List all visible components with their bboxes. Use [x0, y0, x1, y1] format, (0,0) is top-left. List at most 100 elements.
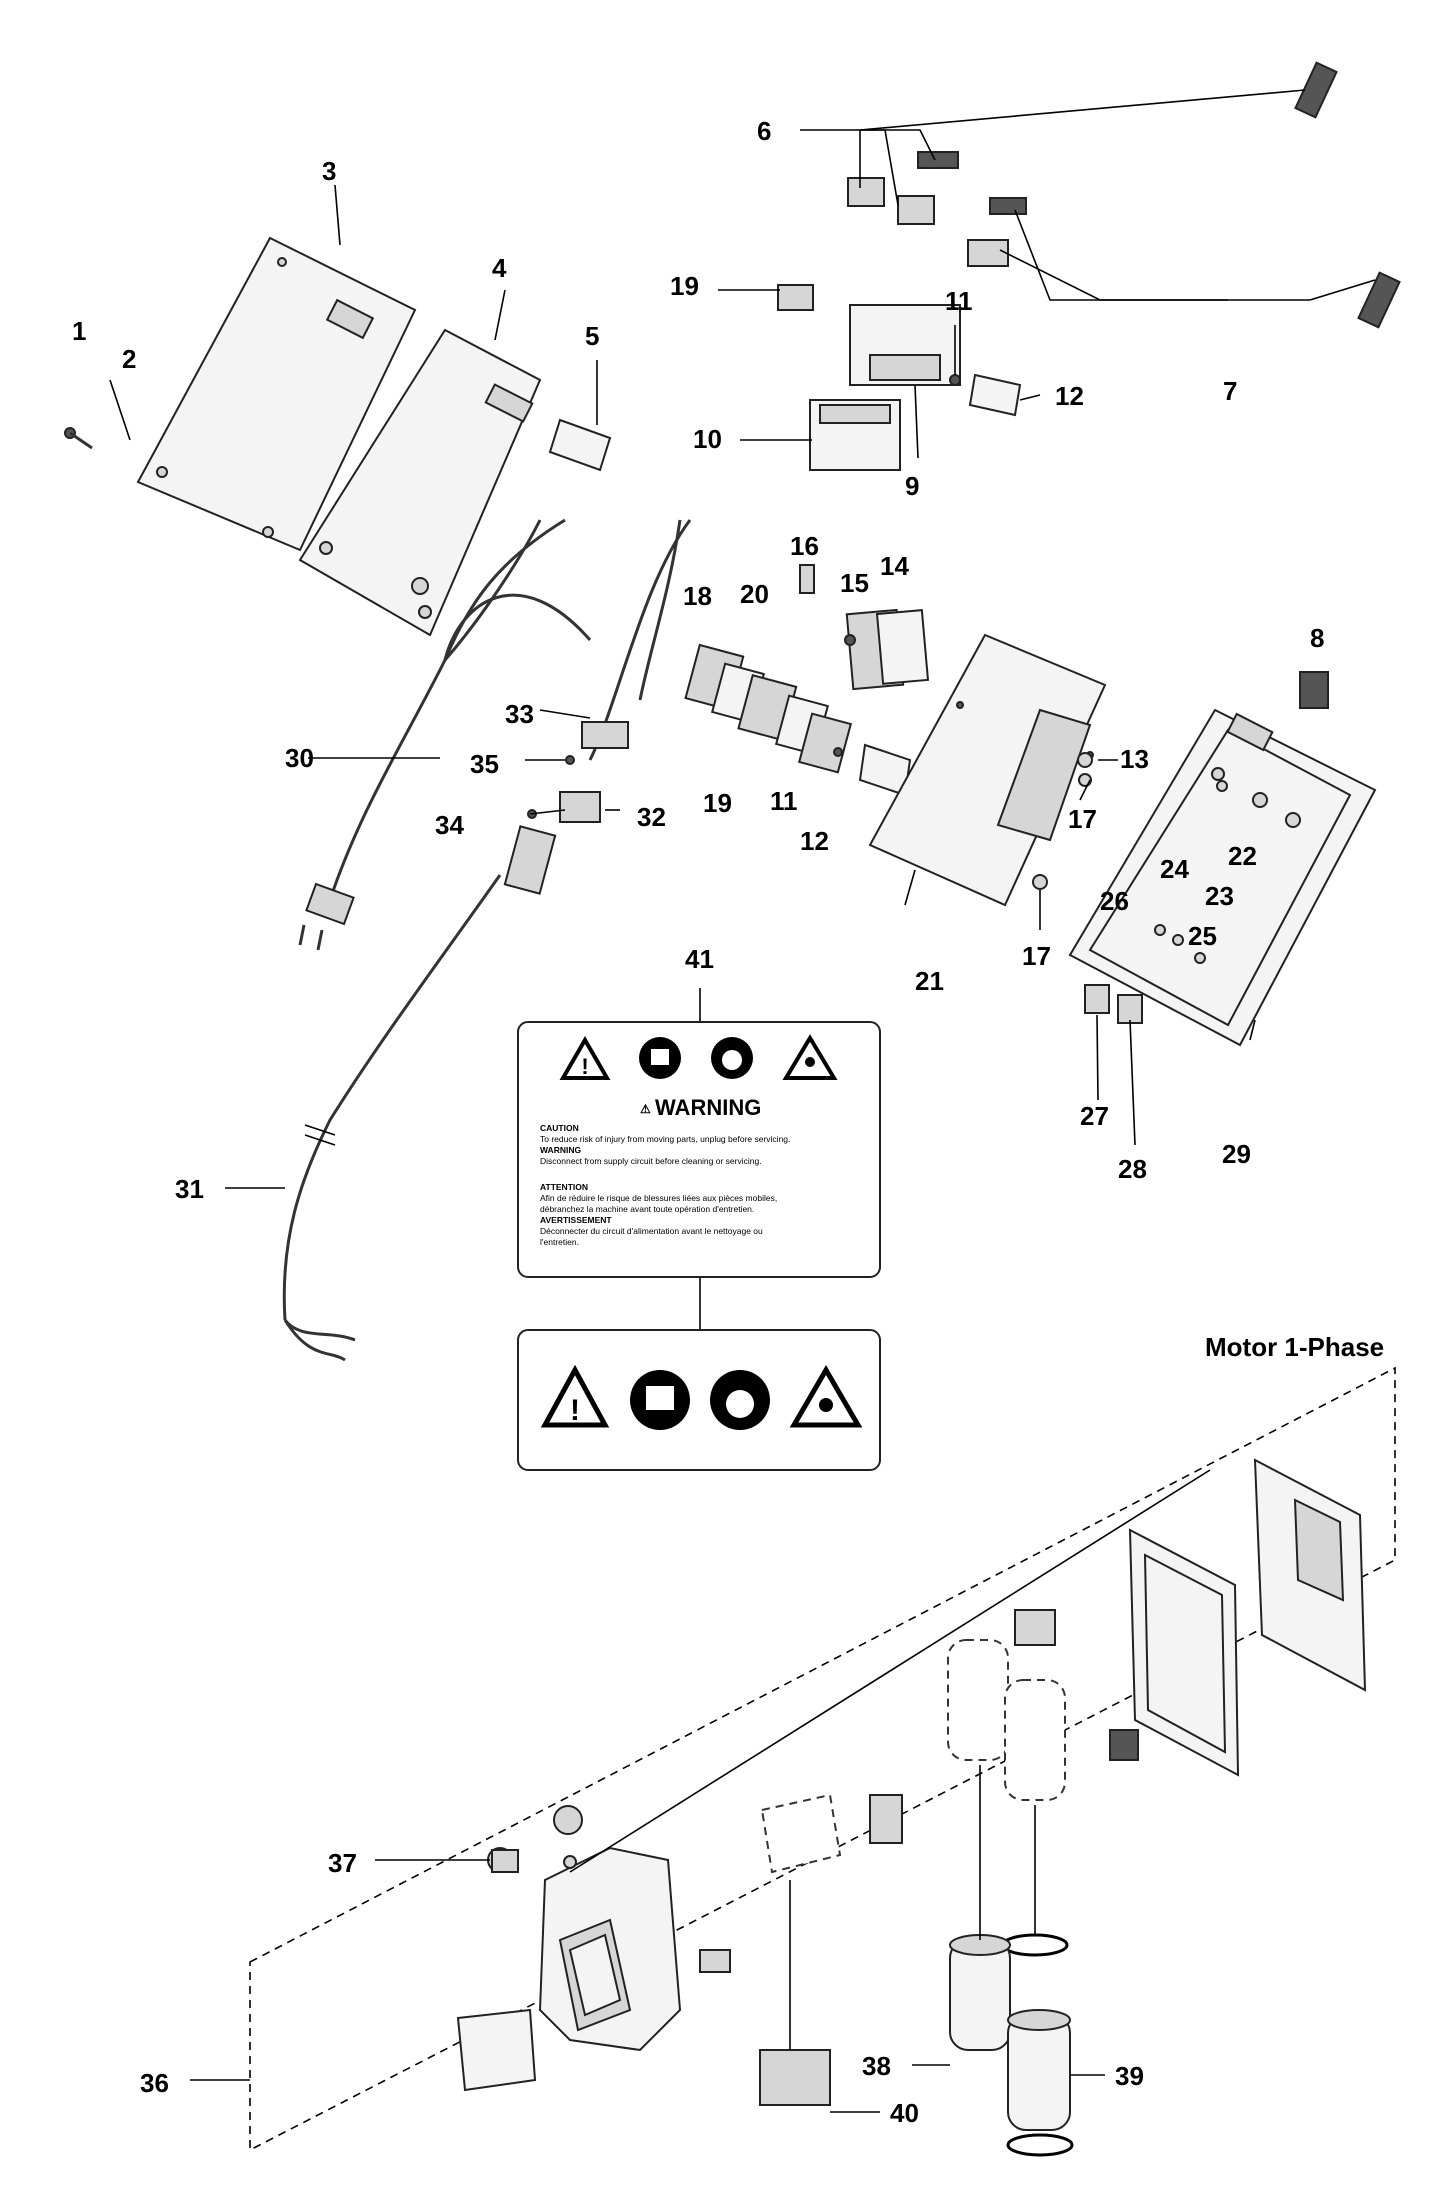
din-rail-clip-12-top [968, 373, 1022, 417]
motor-housing [538, 1846, 682, 2052]
callout: 35 [470, 749, 499, 779]
read-manual-icon [639, 1037, 681, 1079]
callout: 29 [1222, 1139, 1251, 1169]
callout: 7 [1223, 376, 1237, 406]
callout: 40 [890, 2098, 919, 2128]
screw-11-mid [833, 747, 843, 757]
capacitor-ghost-a [947, 1639, 1009, 1761]
callout: 23 [1205, 881, 1234, 911]
callout: 12 [800, 826, 829, 856]
respirator-icon [710, 1370, 770, 1430]
terminal-box-ghost [760, 1793, 842, 1874]
callout: 34 [435, 810, 464, 840]
label-5 [548, 418, 612, 472]
nuts-13-17 [1032, 752, 1093, 890]
callout: 33 [505, 699, 534, 729]
callout: 30 [285, 743, 314, 773]
cable-gland-37 [487, 1847, 519, 1873]
motor-cable-31 [282, 874, 502, 1362]
relay-40 [759, 2049, 831, 2106]
warning-triangle-icon: ! [540, 1364, 610, 1428]
callout: 17 [1068, 804, 1097, 834]
warning-label-41: ! ⚠ WARNING CAUTION To reduce risk of in… [517, 1021, 881, 1278]
relay-9 [849, 304, 961, 386]
gland-27-28 [1084, 984, 1143, 1024]
warning-icon-strip: ! [517, 1329, 881, 1471]
callout: 6 [757, 116, 771, 146]
sensor-wire-33 [581, 519, 692, 761]
small-gasket [456, 2008, 537, 2092]
svg-text:!: ! [570, 1394, 580, 1427]
cap-nut [553, 1805, 583, 1835]
read-manual-icon [630, 1370, 690, 1430]
callout: 17 [1022, 941, 1051, 971]
callout: 36 [140, 2068, 169, 2098]
callout: 9 [905, 471, 919, 501]
cover-plate-3 [136, 236, 417, 552]
warning-line: CAUTION [540, 1123, 579, 1133]
callout: 15 [840, 568, 869, 598]
callout: 5 [585, 321, 599, 351]
clip-brackets [1014, 1609, 1139, 1761]
svg-text:!: ! [581, 1054, 588, 1079]
group-label: Motor 1-Phase [1205, 1332, 1384, 1362]
screw-15-16 [799, 564, 856, 646]
terminal-19-top [777, 284, 814, 311]
screw-1 [64, 427, 93, 450]
screw-11-top [949, 374, 961, 386]
warning-line: To reduce risk of injury from moving par… [540, 1134, 790, 1144]
terminal-row-18-20 [684, 643, 853, 774]
motor-1-phase-group: Motor 1-Phase [249, 1332, 1396, 2152]
callout: 38 [862, 2051, 891, 2081]
callout: 1 [72, 316, 86, 346]
callout: 18 [683, 581, 712, 611]
warning-line: débranchez la machine avant toute opérat… [540, 1204, 754, 1214]
warning-line: Disconnect from supply circuit before cl… [540, 1156, 762, 1166]
callout: 16 [790, 531, 819, 561]
terminal-blocks-6 [847, 151, 959, 225]
terminal-14 [845, 608, 930, 691]
terminal-blocks-7 [967, 197, 1027, 267]
capacitor-38 [949, 1934, 1011, 2051]
capacitor-39 [1007, 2009, 1071, 2131]
warning-line: l'entretien. [540, 1237, 579, 1247]
callout: 24 [1160, 854, 1189, 884]
warning-line: Déconnecter du circuit d'alimentation av… [540, 1226, 763, 1236]
warning-heading: WARNING [655, 1095, 761, 1120]
callout: 21 [915, 966, 944, 996]
cable-gland-top [1294, 61, 1401, 329]
callout: 4 [492, 253, 507, 283]
frame-gasket [1128, 1528, 1240, 1777]
gasket-plate-4 [298, 328, 542, 637]
warning-line: Afin de réduire le risque de blessures l… [540, 1193, 777, 1203]
callout: 25 [1188, 921, 1217, 951]
leader-lines-lower [190, 1469, 1211, 2113]
callout: 11 [770, 786, 798, 816]
callout: 13 [1120, 744, 1149, 774]
callout-labels: 1 2 3 4 5 6 7 8 9 10 11 11 12 12 13 14 1… [72, 116, 1324, 2128]
callout: 10 [693, 424, 722, 454]
callout: 32 [637, 802, 666, 832]
callout: 26 [1100, 886, 1129, 916]
callout: 27 [1080, 1101, 1109, 1131]
capacitor-ghost-b [1004, 1679, 1066, 1801]
contactor-10 [809, 399, 901, 471]
callout: 19 [670, 271, 699, 301]
warning-triangle-icon: ! [559, 1036, 611, 1080]
callout: 31 [175, 1174, 204, 1204]
callout: 3 [322, 156, 336, 186]
callout: 14 [880, 551, 909, 581]
callout: 20 [740, 579, 769, 609]
callout: 39 [1115, 2061, 1144, 2091]
callout: 12 [1055, 381, 1084, 411]
switch [699, 1949, 731, 1973]
warning-line: WARNING [540, 1145, 581, 1155]
connector-32 [503, 791, 601, 895]
callout: 28 [1118, 1154, 1147, 1184]
power-cable-30 [298, 518, 592, 951]
leader-lines-upper [109, 89, 1376, 1330]
cable-gland-8 [1299, 671, 1329, 709]
callout: 19 [703, 788, 732, 818]
callout: 2 [122, 344, 136, 374]
